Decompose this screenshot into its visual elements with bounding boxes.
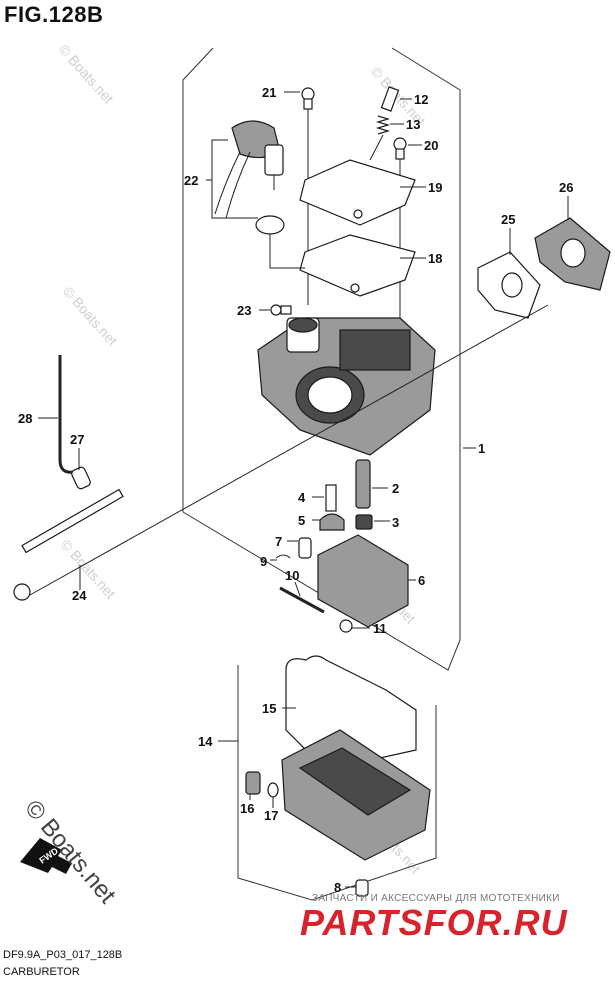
part-14-float-bowl — [281, 729, 431, 861]
figure-caption: CARBURETOR — [3, 966, 80, 978]
part-19-cover — [299, 159, 416, 226]
part-24-line — [29, 304, 549, 596]
callout-13: 13 — [406, 117, 420, 132]
part-4-pilot-jet — [325, 484, 337, 512]
callout-15: 15 — [262, 701, 276, 716]
part-9-clip — [275, 554, 291, 559]
part-17-gasket — [267, 782, 279, 798]
callout-8: 8 — [334, 880, 341, 895]
callout-3: 3 — [392, 515, 399, 530]
callout-4: 4 — [298, 490, 306, 505]
callout-14: 14 — [198, 734, 213, 749]
callout-24: 24 — [72, 588, 87, 603]
callout-20: 20 — [424, 138, 438, 153]
callout-28: 28 — [18, 411, 32, 426]
part-22-choke — [214, 120, 305, 269]
part-12-screw — [380, 86, 400, 112]
callout-19: 19 — [428, 180, 442, 195]
callout-21: 21 — [262, 85, 276, 100]
callout-11: 11 — [373, 621, 387, 636]
watermark-small-5: © Boats.net — [58, 536, 119, 601]
watermark-small-3: © Boats.net — [60, 283, 121, 348]
part-7-needle-valve — [298, 537, 312, 559]
part-6-float — [317, 534, 409, 628]
part-23-screw — [270, 304, 292, 316]
shop-tagline: ЗАПЧАСТИ И АКСЕССУАРЫ ДЛЯ МОТОТЕХНИКИ — [312, 893, 560, 904]
part-28-rod — [58, 355, 75, 474]
callout-5: 5 — [298, 513, 305, 528]
callout-26: 26 — [559, 180, 573, 195]
callout-18: 18 — [428, 251, 442, 266]
part-24-bolt — [13, 488, 124, 601]
part-3-main-jet — [355, 514, 373, 530]
callout-23: 23 — [237, 303, 251, 318]
part-10-pin — [279, 586, 325, 614]
callout-6: 6 — [418, 573, 425, 588]
callout-7: 7 — [275, 534, 282, 549]
callout-17: 17 — [264, 808, 278, 823]
callout-16: 16 — [240, 801, 254, 816]
callout-10: 10 — [285, 568, 299, 583]
callout-12: 12 — [414, 92, 428, 107]
callout-25: 25 — [501, 212, 515, 227]
callout-leaders — [38, 91, 569, 888]
fwd-arrow-icon: FWD — [20, 838, 72, 874]
figure-code: DF9.9A_P03_017_128B — [3, 949, 123, 961]
part-18-gasket — [299, 234, 416, 297]
assembly-frame — [182, 47, 461, 671]
float-bowl-frame — [237, 665, 437, 901]
part-2-emulsion-tube — [355, 459, 371, 509]
part-5-plug — [319, 513, 345, 531]
part-8-screw — [355, 879, 369, 897]
part-1-carburetor-body — [257, 317, 436, 456]
figure-title: FIG.128B — [4, 2, 104, 27]
callout-22: 22 — [184, 173, 198, 188]
part-13-spring — [369, 115, 391, 161]
callout-2: 2 — [392, 481, 399, 496]
callout-1: 1 — [478, 441, 485, 456]
part-11-screw — [339, 619, 353, 633]
part-27-clip — [71, 466, 91, 490]
part-16-drain-screw — [245, 771, 261, 795]
shop-logo: PARTSFOR.RU — [300, 902, 568, 943]
callout-27: 27 — [70, 432, 84, 447]
watermark-small-1: © Boats.net — [56, 41, 117, 106]
callout-9: 9 — [260, 554, 267, 569]
